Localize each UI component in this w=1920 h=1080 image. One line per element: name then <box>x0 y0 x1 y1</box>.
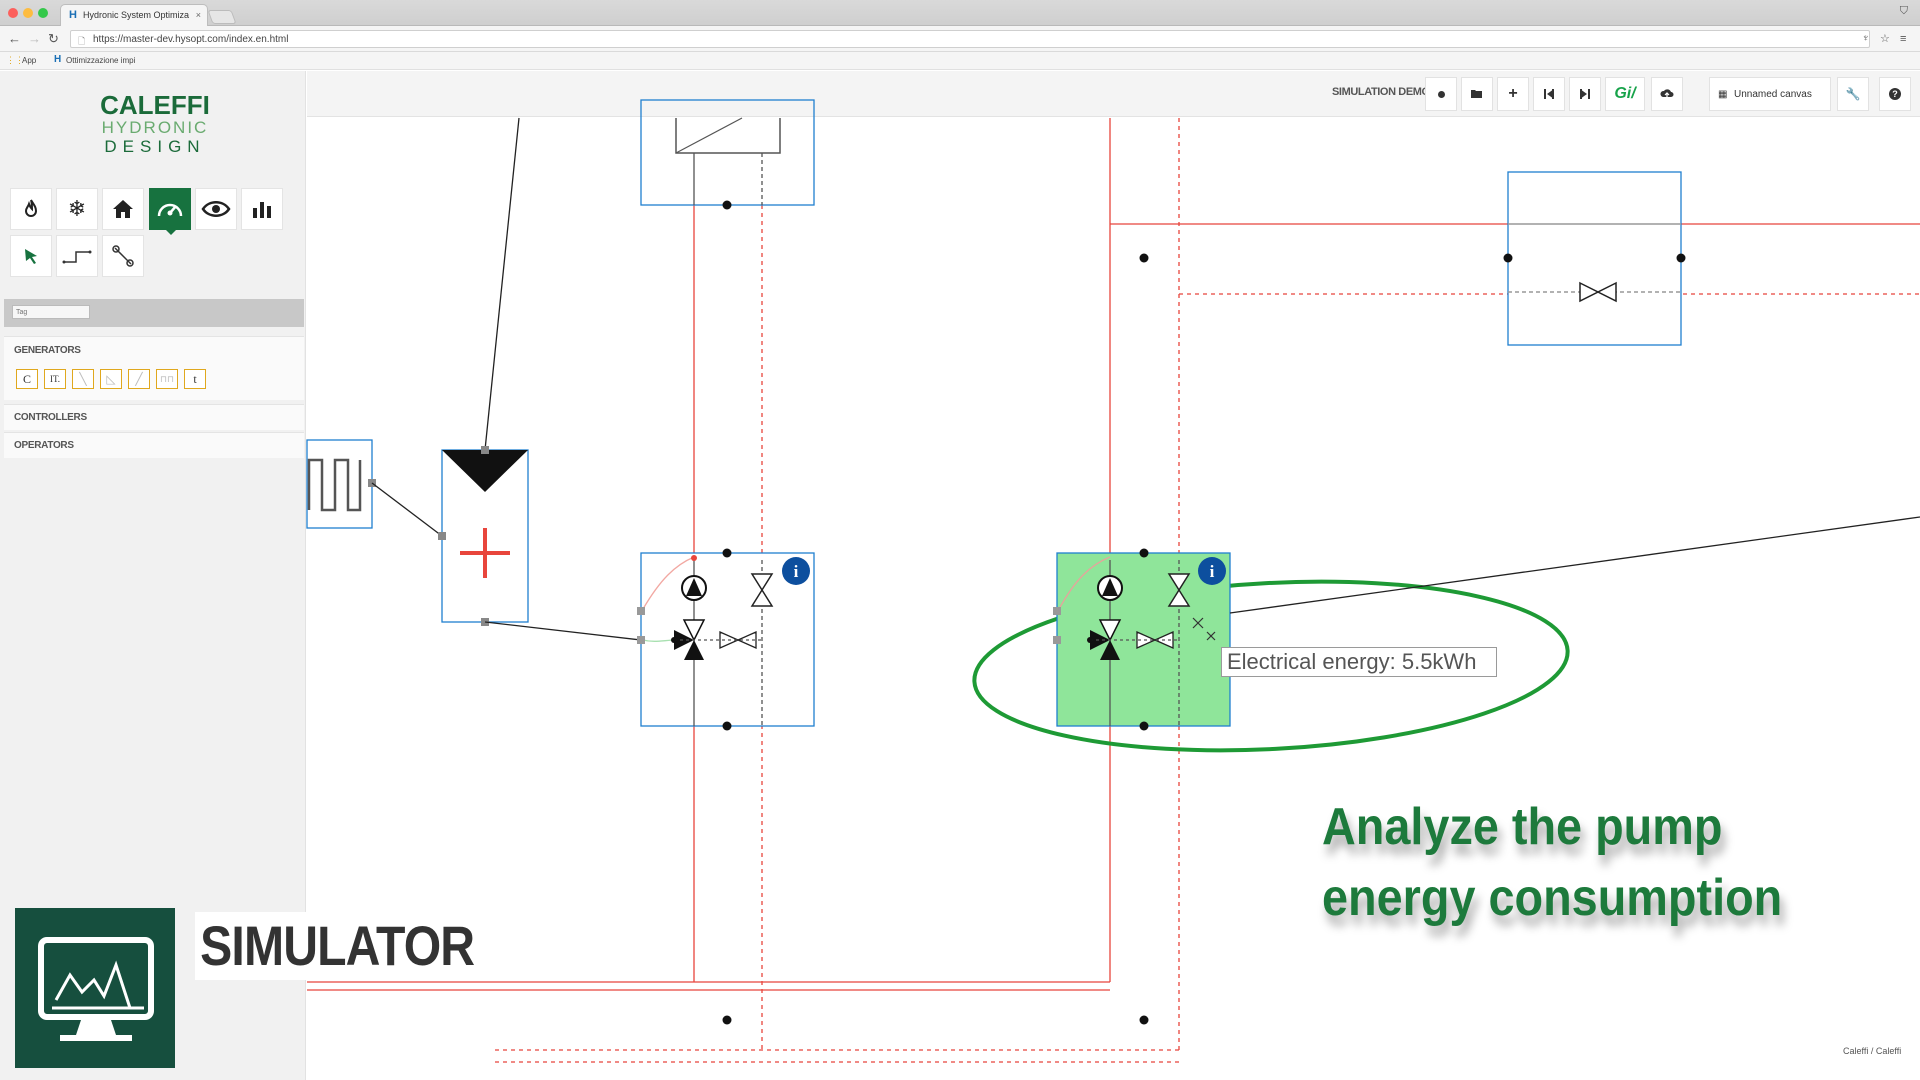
generator-curve[interactable]: ◺ <box>100 369 122 389</box>
bookmarks-bar: ⋮⋮ App H Ottimizzazione impi <box>0 52 1920 70</box>
active-pointer <box>165 229 177 235</box>
link-tool-button[interactable] <box>102 235 144 277</box>
back-arrow-icon[interactable]: ← <box>8 31 21 46</box>
settings-wrench-icon: 🔧 <box>1845 87 1861 101</box>
step-forward-icon <box>1580 89 1590 99</box>
step-back-icon <box>1544 89 1554 99</box>
results-mode-button[interactable] <box>241 188 283 230</box>
controllers-section-header[interactable]: CONTROLLERS <box>4 404 304 430</box>
step-forward-button[interactable] <box>1569 77 1601 111</box>
generator-ramp-up[interactable]: ╱ <box>128 369 150 389</box>
close-window-icon[interactable] <box>8 8 18 18</box>
extension-icon[interactable]: ♆ <box>1862 33 1870 44</box>
reload-icon[interactable]: ↻ <box>48 31 59 46</box>
simulation-gauge-icon <box>157 203 183 217</box>
generator-constant[interactable]: C <box>16 369 38 389</box>
generator-pulse[interactable]: ⊓⊓ <box>156 369 178 389</box>
bypass-valve-block[interactable] <box>1507 171 1682 346</box>
svg-text:i: i <box>794 562 799 581</box>
canvas-name: Unnamed canvas <box>1734 89 1812 100</box>
url-input[interactable]: 🗋 https://master-dev.hysopt.com/index.en… <box>70 30 1870 48</box>
caleffi-logo: CALEFFI HYDRONIC DESIGN <box>100 90 210 156</box>
page-info-icon[interactable]: 🗋 <box>78 36 86 46</box>
maximize-window-icon[interactable] <box>38 8 48 18</box>
operators-section-header[interactable]: OPERATORS <box>4 432 304 458</box>
view-icon <box>201 201 231 217</box>
highlight-circle <box>972 579 1570 753</box>
simulator-label: SIMULATOR <box>195 912 475 980</box>
simulator-monitor-icon <box>15 908 175 1068</box>
apps-grid-icon: ⋮⋮ <box>6 55 24 65</box>
caption-line-1: Analyze the pump <box>1322 798 1723 856</box>
step-back-button[interactable] <box>1533 77 1565 111</box>
building-mode-button[interactable] <box>102 188 144 230</box>
cursor-arrow-icon <box>25 249 37 264</box>
url-text: https://master-dev.hysopt.com/index.en.h… <box>93 34 289 45</box>
close-tab-icon[interactable]: × <box>195 10 201 20</box>
gi-button[interactable]: Gi/ <box>1605 77 1645 111</box>
heating-icon <box>24 199 38 217</box>
open-folder-icon <box>1471 90 1482 98</box>
canvas-name-selector[interactable]: ▦ Unnamed canvas <box>1709 77 1831 111</box>
record-button[interactable] <box>1425 77 1457 111</box>
footer-credit: Caleffi / Caleffi <box>1843 1046 1902 1056</box>
add-button[interactable]: + <box>1497 77 1529 111</box>
forward-arrow-icon[interactable]: → <box>28 31 41 46</box>
energy-tooltip: Electrical energy: 5.5kWh <box>1221 647 1497 677</box>
info-icon[interactable] <box>1198 557 1226 585</box>
browser-tab[interactable]: H Hydronic System Optimiza × <box>60 4 208 26</box>
svg-text:i: i <box>1210 562 1215 581</box>
pulse-generator-block[interactable] <box>306 439 373 529</box>
record-icon <box>1437 90 1445 98</box>
view-mode-button[interactable] <box>195 188 237 230</box>
help-button[interactable]: ? <box>1879 77 1911 111</box>
cooling-mode-button[interactable]: ❄ <box>56 188 98 230</box>
hysopt-favicon: H <box>69 9 77 21</box>
generator-time[interactable]: t <box>184 369 206 389</box>
address-bar: ← → ↻ 🗋 https://master-dev.hysopt.com/in… <box>0 26 1920 52</box>
tab-title: Hydronic System Optimiza <box>83 10 190 20</box>
help-icon: ? <box>1889 88 1901 100</box>
results-chart-icon <box>253 202 271 218</box>
generators-section-header[interactable]: GENERATORS <box>4 336 304 364</box>
building-icon <box>113 200 133 218</box>
pipe-route-icon <box>62 250 92 264</box>
upload-button[interactable] <box>1651 77 1683 111</box>
bookmark-star-icon[interactable]: ☆ <box>1880 33 1890 45</box>
minimize-window-icon[interactable] <box>23 8 33 18</box>
bookmark-ottimizzazione[interactable]: Ottimizzazione impi <box>66 56 136 65</box>
signal-wire <box>484 117 520 451</box>
gi-logo-icon: Gi/ <box>1614 85 1636 102</box>
wire-link-icon <box>112 245 134 267</box>
select-tool-button[interactable] <box>10 235 52 277</box>
grid-icon: ▦ <box>1718 89 1728 100</box>
pipe-tool-button[interactable] <box>56 235 98 277</box>
bookmark-apps[interactable]: App <box>22 56 37 65</box>
info-icon[interactable] <box>782 557 810 585</box>
settings-button[interactable]: 🔧 <box>1837 77 1869 111</box>
resize-handle-icon[interactable] <box>1192 617 1216 641</box>
heating-mode-button[interactable] <box>10 188 52 230</box>
caption-line-2: energy consumption <box>1322 869 1783 927</box>
simulation-demo-label: SIMULATION DEMO <box>1332 86 1430 98</box>
signal-wire-pump <box>1229 516 1920 614</box>
tag-filter-input[interactable] <box>12 305 90 319</box>
open-button[interactable] <box>1461 77 1493 111</box>
top-toolbar: SIMULATION DEMO + Gi/ ▦ Unnamed canvas 🔧… <box>307 71 1920 117</box>
upload-icon <box>1660 89 1674 99</box>
component-filter-bar <box>4 299 304 327</box>
user-profile-icon[interactable]: ⛉ <box>1899 5 1908 17</box>
cooling-icon: ❄ <box>67 196 87 221</box>
simulation-mode-button[interactable] <box>149 188 191 235</box>
browser-tab-bar: H Hydronic System Optimiza × ⛉ <box>0 0 1920 26</box>
generator-ramp-down[interactable]: ╲ <box>72 369 94 389</box>
browser-menu-icon[interactable]: ≡ <box>1900 33 1907 45</box>
add-icon: + <box>1508 85 1518 102</box>
generator-table[interactable]: IT. <box>44 369 66 389</box>
hysopt-favicon: H <box>54 54 62 65</box>
